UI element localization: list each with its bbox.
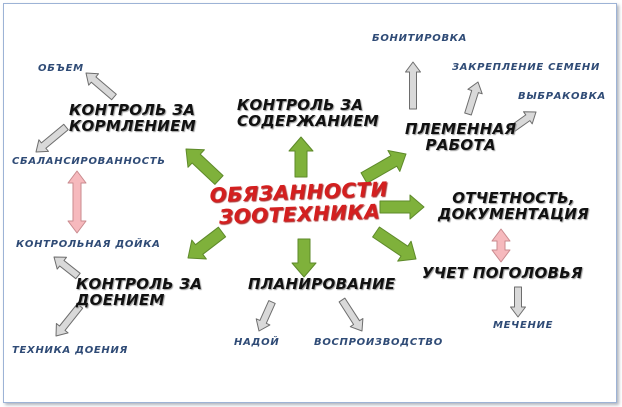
node-headcount: УЧЕТ ПОГОЛОВЬЯ: [422, 264, 583, 282]
arrow-to-sire-assignment: [464, 81, 483, 116]
sub-milking-technique: ТЕХНИКА ДОЕНИЯ: [12, 345, 128, 356]
node-housing-line2: СОДЕРЖАНИЕМ: [237, 112, 379, 131]
sub-reproduction: ВОСПРОИЗВОДСТВО: [314, 337, 443, 348]
node-milking-control: КОНТРОЛЬ ЗА ДОЕНИЕМ: [76, 275, 203, 310]
arrow-to-milking: [187, 226, 227, 260]
node-breeding-line2: РАБОТА: [425, 136, 496, 155]
node-feeding-line1: КОНТРОЛЬ ЗА: [69, 101, 196, 119]
arrow-to-balance: [35, 123, 69, 153]
arrow-to-reproduction: [338, 297, 364, 332]
diagram-frame: ОБЯЗАННОСТИ ЗООТЕХНИКА КОНТРОЛЬ ЗА КОРМЛ…: [3, 3, 617, 403]
arrow-to-feeding: [185, 148, 224, 185]
arrow-to-planning: [291, 238, 317, 278]
sub-yield: НАДОЙ: [234, 337, 280, 348]
arrow-to-milking-technique: [55, 303, 84, 337]
arrow-to-volume: [85, 72, 117, 101]
sub-marking: МЕЧЕНИЕ: [493, 320, 554, 331]
node-housing-control: КОНТРОЛЬ ЗА СОДЕРЖАНИЕМ: [237, 96, 379, 131]
arrow-to-headcount: [372, 226, 417, 262]
arrow-to-grading: [405, 61, 421, 110]
node-breeding-line1: ПЛЕМЕННАЯ: [405, 120, 517, 138]
node-planning: ПЛАНИРОВАНИЕ: [248, 275, 396, 293]
arrow-to-culling: [509, 111, 537, 133]
node-reporting-line1: ОТЧЕТНОСТЬ,: [452, 189, 575, 207]
sub-balance: СБАЛАНСИРОВАННОСТЬ: [12, 156, 166, 167]
sub-control-milking: КОНТРОЛЬНАЯ ДОЙКА: [16, 239, 161, 250]
double-arrow-reporting-headcount: [491, 228, 511, 263]
node-milking-line2: ДОЕНИЕМ: [76, 291, 165, 310]
sub-volume: ОБЪЕМ: [38, 63, 84, 74]
node-breeding-work: ПЛЕМЕННАЯ РАБОТА: [405, 120, 517, 155]
arrow-to-control-milking: [53, 256, 81, 280]
node-housing-line1: КОНТРОЛЬ ЗА: [237, 96, 364, 114]
node-feeding-control: КОНТРОЛЬ ЗА КОРМЛЕНИЕМ: [69, 101, 196, 136]
node-feeding-line2: КОРМЛЕНИЕМ: [69, 117, 196, 136]
node-milking-line1: КОНТРОЛЬ ЗА: [76, 275, 203, 293]
node-reporting: ОТЧЕТНОСТЬ, ДОКУМЕНТАЦИЯ: [438, 189, 590, 224]
arrow-to-yield: [255, 300, 276, 332]
sub-culling: ВЫБРАКОВКА: [518, 91, 606, 102]
sub-grading: БОНИТИРОВКА: [372, 33, 468, 44]
arrow-to-breeding: [360, 150, 407, 184]
sub-sire-assignment: ЗАКРЕПЛЕНИЕ СЕМЕНИ: [452, 62, 601, 73]
arrows-layer: [35, 61, 537, 337]
center-title: ОБЯЗАННОСТИ ЗООТЕХНИКА: [209, 177, 389, 228]
arrow-to-reporting: [379, 194, 425, 220]
arrow-to-marking: [510, 286, 526, 318]
node-reporting-line2: ДОКУМЕНТАЦИЯ: [438, 205, 590, 224]
double-arrow-balance-milking: [67, 170, 87, 234]
arrow-to-housing: [288, 136, 314, 178]
